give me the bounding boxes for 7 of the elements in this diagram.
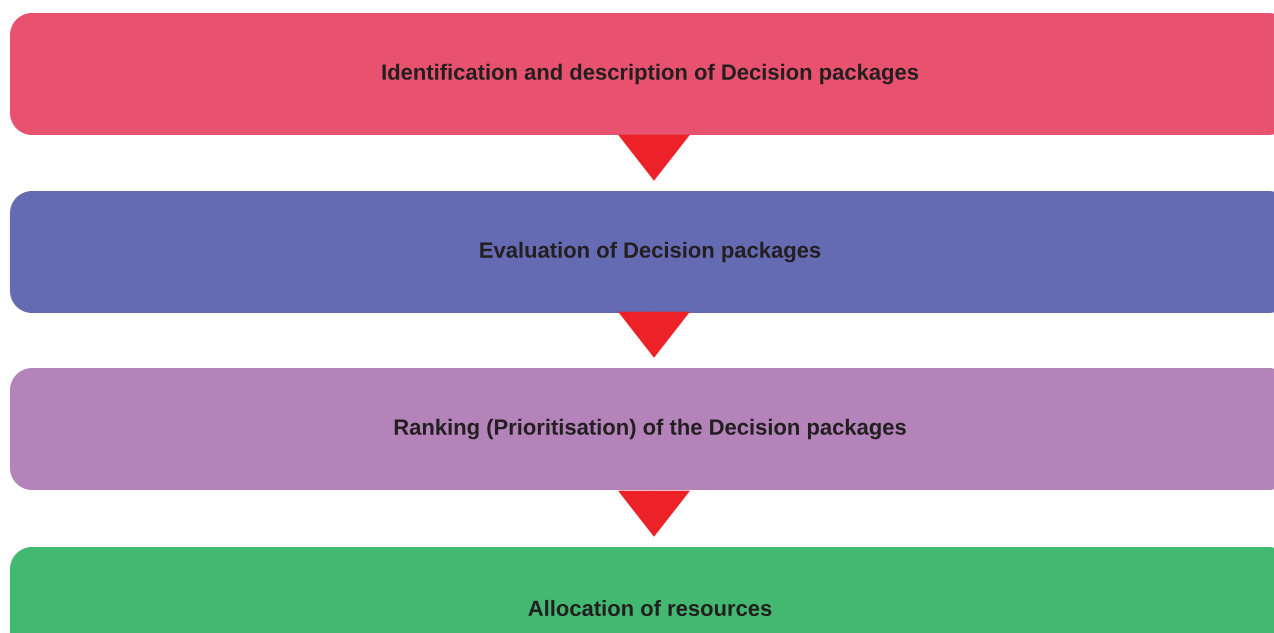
arrow <box>618 134 690 181</box>
arrow <box>618 311 690 358</box>
process-box: Evaluation of Decision packages <box>10 191 1274 313</box>
process-box: Allocation of resources <box>10 547 1274 633</box>
process-box: Identification and description of Decision packages <box>10 13 1274 135</box>
arrow <box>618 490 690 537</box>
process-box: Ranking (Prioritisation) of the Decision packages <box>10 368 1274 490</box>
